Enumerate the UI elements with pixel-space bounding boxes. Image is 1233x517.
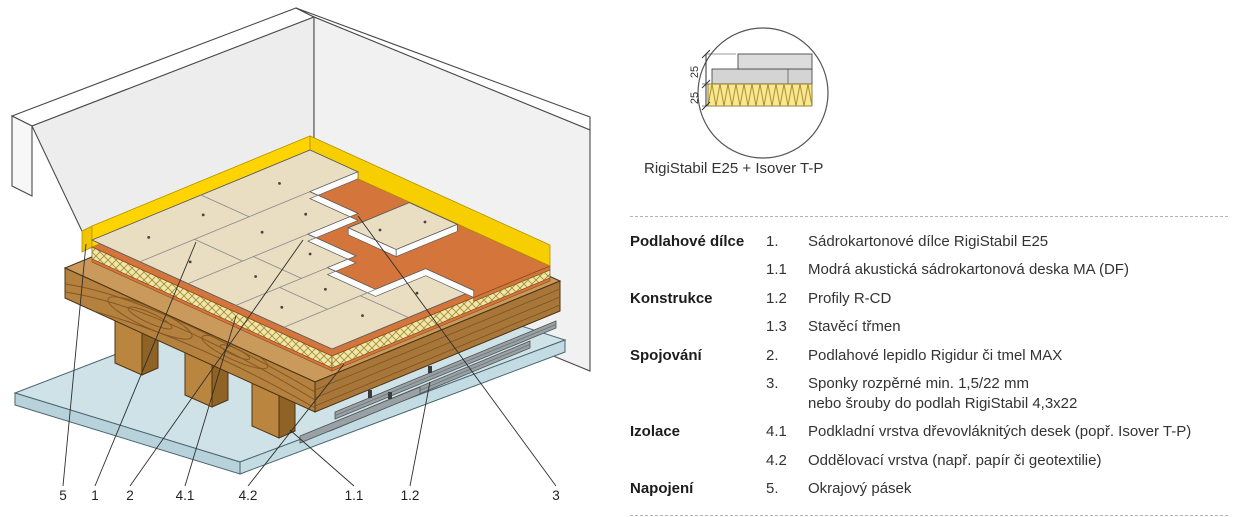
legend-text: Modrá akustická sádrokartonová deska MA … (808, 261, 1129, 278)
callout-label: 1.1 (345, 488, 364, 503)
legend-number: 1. (766, 232, 779, 250)
legend-number: 5. (766, 480, 779, 497)
legend-row: 4.2 Oddělovací vrstva (např. papír či ge… (630, 446, 1228, 475)
legend-number: 1.2 (766, 289, 787, 307)
detail-circle-drawing: 25 25 (689, 27, 829, 159)
rcd-profile (299, 386, 421, 444)
board-joints (139, 191, 409, 328)
legend-category: Podlahové dílce (630, 232, 745, 250)
left-wall-outer-face (11, 115, 33, 197)
legend-text: Sádrokartonové dílce RigiStabil E25 (808, 232, 1049, 250)
dimension-25-bottom: 25 (689, 92, 701, 104)
legend-row: Konstrukce 1.2 Profily R-CD (630, 284, 1228, 313)
floor-system-axonometric-drawing: 5 1 2 4.1 4.2 1.1 1.2 3 (10, 7, 591, 503)
legend-row: 1.3 Stavěcí třmen (630, 313, 1228, 342)
legend-number: 1.3 (766, 318, 787, 335)
legend-row: 1.1 Modrá akustická sádrokartonová deska… (630, 256, 1228, 285)
edge-strip-end (81, 225, 93, 253)
legend-category: Izolace (630, 423, 681, 440)
detail-caption: RigiStabil E25 + Isover T-P (644, 160, 824, 177)
mineral-wool-hatch (707, 83, 813, 107)
callout-label: 3 (552, 488, 560, 503)
legend-text: Profily R-CD (808, 289, 892, 307)
dimension-25-top: 25 (689, 66, 701, 78)
legend-row: Podlahové dílce 1. Sádrokartonové dílce … (630, 227, 1228, 256)
legend-row: Napojení 5. Okrajový pásek (630, 475, 1228, 504)
legend-number: 4.2 (766, 451, 787, 469)
legend-number: 2. (766, 346, 779, 364)
callout-leader-lines (62, 215, 557, 487)
adjustable-hanger (388, 392, 392, 399)
legend-text: Oddělovací vrstva (např. papír či geotex… (808, 451, 1102, 469)
dimension-lines (701, 49, 736, 111)
legend-number: 1.1 (766, 261, 787, 278)
rcd-profiles (299, 320, 557, 444)
deck-front-right-face (314, 280, 561, 413)
legend-category (630, 260, 766, 280)
callout-label: 5 (59, 488, 67, 503)
legend-text: Sponky rozpěrné min. 1,5/22 mm nebo šrou… (808, 374, 1228, 413)
legend-category (630, 374, 766, 413)
callout-label: 1.2 (401, 488, 420, 503)
legend-text: Okrajový pásek (808, 480, 912, 497)
legend-category (630, 451, 766, 471)
legend: Podlahové dílce 1. Sádrokartonové dílce … (630, 216, 1228, 516)
callout-label: 2 (126, 488, 134, 503)
legend-category: Napojení (630, 480, 694, 497)
legend-text: Podlahové lepidlo Rigidur či tmel MAX (808, 346, 1063, 364)
gypsum-board-layer (737, 53, 813, 70)
legend-category: Spojování (630, 346, 702, 364)
plank-joints (314, 288, 561, 407)
legend-category (630, 317, 766, 337)
separation-layer-band (331, 277, 551, 372)
gypsum-floor-boards (90, 149, 475, 350)
callout-label: 4.2 (239, 488, 258, 503)
adjustable-hanger (368, 390, 372, 398)
adjustable-hanger (428, 366, 432, 373)
legend-row: 3. Sponky rozpěrné min. 1,5/22 mm nebo š… (630, 370, 1228, 418)
gypsum-board-layer (711, 68, 813, 85)
legend-text: Stavěcí třmen (808, 318, 901, 335)
legend-number: 4.1 (766, 423, 787, 440)
legend-number: 3. (766, 375, 779, 392)
legend-text-line1: Sponky rozpěrné min. 1,5/22 mm (808, 375, 1029, 392)
legend-row: Izolace 4.1 Podkladní vrstva dřevovlákni… (630, 418, 1228, 447)
wood-grain (65, 283, 315, 409)
blue-board-front-right-edge (239, 339, 566, 475)
callout-labels: 5 1 2 4.1 4.2 1.1 1.2 3 (59, 488, 560, 503)
legend-row: Spojování 2. Podlahové lepidlo Rigidur č… (630, 341, 1228, 370)
screw-dots (147, 182, 427, 317)
callout-label: 1 (91, 488, 99, 503)
loose-board-edge (395, 223, 458, 258)
callout-label: 4.1 (176, 488, 195, 503)
legend-category: Konstrukce (630, 289, 713, 307)
legend-text: Podkladní vrstva dřevovláknitých desek (… (808, 423, 1192, 440)
legend-text-line2: nebo šrouby do podlah RigiStabil 4,3x22 (808, 394, 1078, 412)
